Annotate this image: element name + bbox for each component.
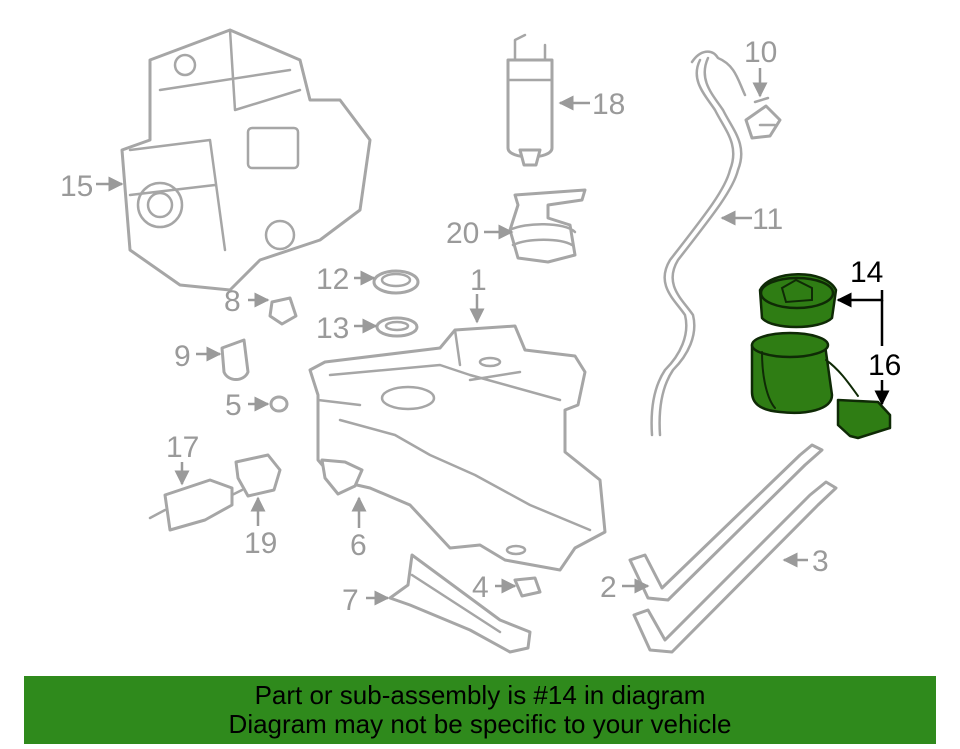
callout-9: 9 <box>174 340 191 373</box>
bushing-part <box>513 576 542 598</box>
banner-line-2: Diagram may not be specific to your vehi… <box>228 709 732 739</box>
valve-part <box>220 338 250 381</box>
clip-part <box>234 453 282 498</box>
plug-part <box>269 395 289 413</box>
fuel-line-part <box>650 50 747 437</box>
callout-19: 19 <box>244 527 277 560</box>
leader-lines <box>96 68 890 606</box>
callout-7: 7 <box>342 584 359 617</box>
callout-3: 3 <box>812 545 829 578</box>
callout-5: 5 <box>225 389 242 422</box>
callout-12: 12 <box>316 263 349 296</box>
sender-unit-part <box>268 296 298 326</box>
callout-13: 13 <box>316 312 349 345</box>
injection-pump-part <box>120 28 372 292</box>
callout-16: 16 <box>868 349 901 382</box>
lock-ring-part <box>372 269 420 295</box>
callout-10: 10 <box>744 36 777 69</box>
info-banner: Part or sub-assembly is #14 in diagram D… <box>24 676 936 744</box>
heat-shield-part <box>320 458 364 496</box>
callout-18: 18 <box>592 88 625 121</box>
seal-ring-part <box>375 316 419 338</box>
fuel-pump-module-part <box>750 273 859 415</box>
callout-6: 6 <box>350 529 367 562</box>
callout-14: 14 <box>850 256 883 289</box>
pump-bracket-part <box>836 398 892 440</box>
callout-4: 4 <box>472 571 489 604</box>
callout-8: 8 <box>224 285 241 318</box>
parts-diagram: 1 2 3 4 5 6 7 8 9 10 11 12 13 14 15 16 1… <box>60 28 901 654</box>
callout-17: 17 <box>166 431 199 464</box>
callout-1: 1 <box>470 264 487 297</box>
fuel-filter-housing-part <box>506 33 554 167</box>
strap-bracket-part <box>388 553 532 654</box>
callout-2: 2 <box>600 571 617 604</box>
tank-strap-part <box>628 443 838 654</box>
callout-labels: 1 2 3 4 5 6 7 8 9 10 11 12 13 14 15 16 1… <box>60 36 901 617</box>
connector-part <box>744 96 782 140</box>
inline-filter-part <box>148 478 244 532</box>
banner-line-1: Part or sub-assembly is #14 in diagram <box>254 680 706 710</box>
callout-15: 15 <box>60 170 93 203</box>
fuel-tank-part <box>308 324 607 572</box>
callout-20: 20 <box>446 217 479 250</box>
callout-11: 11 <box>752 203 783 236</box>
bracket-part <box>508 188 587 264</box>
